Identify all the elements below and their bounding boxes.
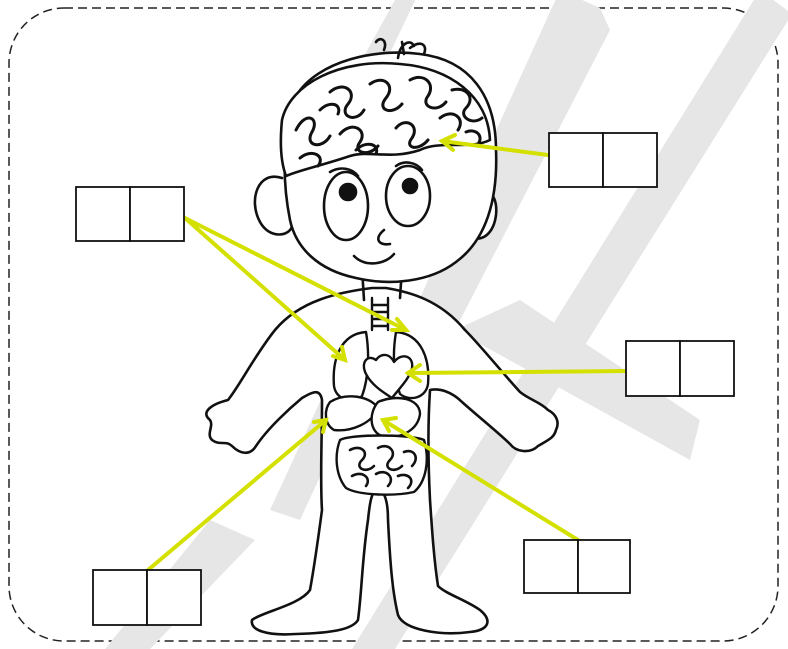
answer-box-brain[interactable] bbox=[549, 133, 657, 187]
pupil-right bbox=[403, 179, 417, 193]
answer-cell[interactable] bbox=[549, 133, 603, 187]
answer-cell[interactable] bbox=[680, 341, 734, 396]
answer-cell[interactable] bbox=[93, 570, 147, 625]
arrow-heart bbox=[408, 371, 626, 373]
answer-cell[interactable] bbox=[578, 540, 630, 593]
answer-box-liver[interactable] bbox=[93, 570, 201, 625]
answer-box-lungs[interactable] bbox=[76, 187, 184, 241]
answer-box-stomach[interactable] bbox=[524, 540, 630, 593]
answer-cell[interactable] bbox=[524, 540, 578, 593]
answer-cell[interactable] bbox=[626, 341, 680, 396]
answer-box-heart[interactable] bbox=[626, 341, 734, 396]
eye-right bbox=[386, 166, 430, 226]
eye-left bbox=[324, 172, 368, 240]
answer-cell[interactable] bbox=[603, 133, 657, 187]
answer-cell[interactable] bbox=[130, 187, 184, 241]
pupil-left bbox=[340, 184, 356, 200]
answer-cell[interactable] bbox=[76, 187, 130, 241]
answer-cell[interactable] bbox=[147, 570, 201, 625]
